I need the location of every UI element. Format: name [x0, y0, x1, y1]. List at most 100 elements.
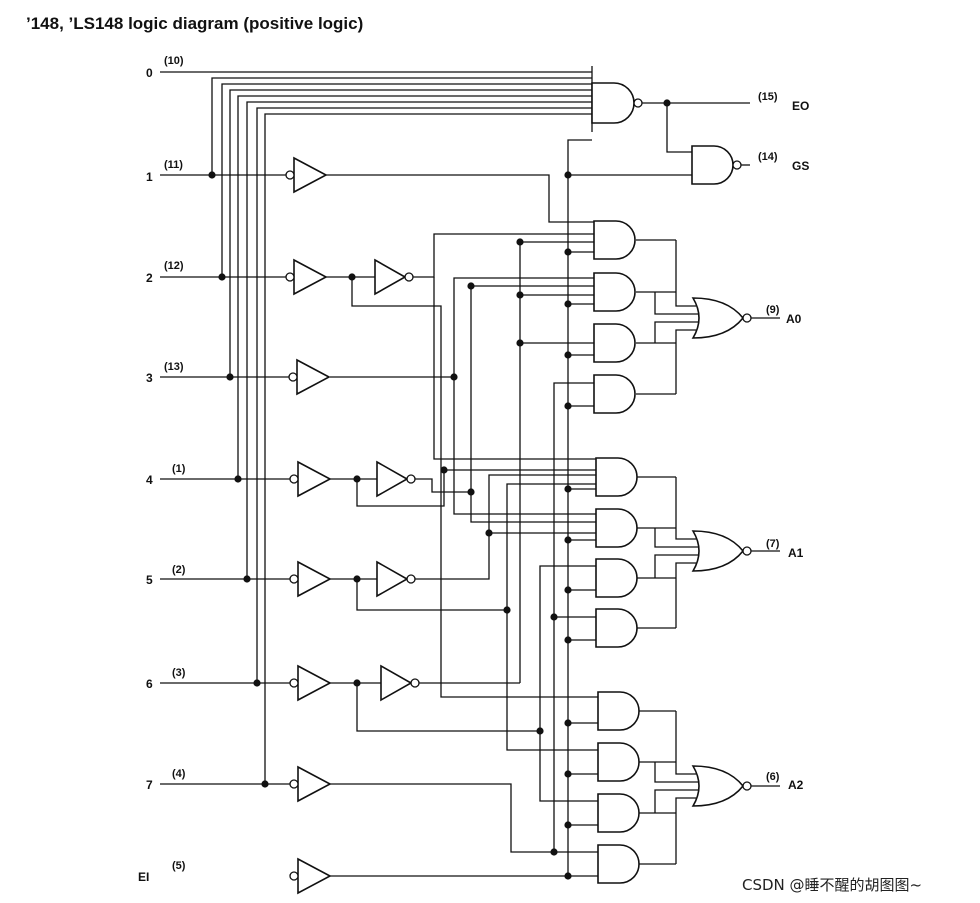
wire-54: [654, 528, 698, 548]
buffer-input-2: [285, 258, 328, 296]
junction-dot-29: [485, 529, 493, 537]
wire-78: [356, 579, 507, 611]
junction-dot-0: [208, 171, 216, 179]
wire-70: [453, 277, 594, 377]
junction-dot-36: [550, 613, 558, 621]
wire-73: [470, 492, 596, 523]
junction-dot-35: [550, 848, 558, 856]
junction-dot-18: [564, 536, 572, 544]
wire-61: [675, 711, 696, 775]
junction-dot-2: [226, 373, 234, 381]
wire-72: [470, 285, 594, 492]
inverter-5: [376, 560, 416, 598]
output-label-a1: A1: [788, 546, 804, 560]
buffer-input-1: [285, 156, 328, 194]
input-label-ei: EI: [138, 870, 149, 884]
junction-dots: [208, 99, 671, 880]
diagram-title: ’148, ’LS148 logic diagram (positive log…: [26, 14, 364, 33]
output-label-a0: A0: [786, 312, 802, 326]
buffer-input-3: [288, 358, 331, 396]
junction-dot-22: [564, 770, 572, 778]
wire-6: [229, 89, 592, 377]
wire-75: [356, 469, 596, 507]
buffer-input-6: [289, 664, 332, 702]
junction-dot-28: [440, 466, 448, 474]
junction-dot-25: [450, 373, 458, 381]
wire-80: [506, 483, 596, 610]
or-gate-a1: [691, 530, 752, 572]
junction-dot-1: [218, 273, 226, 281]
wire-56: [675, 562, 696, 628]
junction-dot-15: [564, 351, 572, 359]
wire-89: [553, 382, 594, 852]
input-pin-1: (11): [164, 159, 183, 171]
input-pin-5: (2): [172, 564, 186, 576]
wire-53: [675, 477, 696, 540]
input-pin-4: (1): [172, 463, 186, 475]
wire-62: [654, 762, 698, 783]
wire-17: [666, 103, 692, 153]
wire-88: [330, 783, 554, 853]
junction-dot-9: [353, 475, 361, 483]
wire-79: [506, 610, 598, 751]
input-label-1: 1: [146, 170, 153, 184]
output-pin-a1: (7): [766, 538, 780, 550]
junction-dot-12: [564, 171, 572, 179]
input-pin-6: (3): [172, 667, 186, 679]
and-gate-a2-2: [597, 793, 640, 833]
wire-77: [488, 474, 596, 533]
wire-24: [567, 139, 592, 876]
junction-dot-30: [503, 606, 511, 614]
junction-dot-20: [564, 636, 572, 644]
and-gate-a0-1: [593, 272, 636, 312]
input-label-7: 7: [146, 778, 153, 792]
wire-45: [675, 240, 696, 307]
gs-nand-gate: [691, 145, 742, 185]
and-gate-a2-3: [597, 844, 640, 884]
and-gate-a0-3: [593, 374, 636, 414]
junction-dot-14: [564, 300, 572, 308]
gates: [285, 82, 752, 895]
buffer-input-5: [289, 560, 332, 598]
and-gate-a0-2: [593, 323, 636, 363]
output-label-a2: A2: [788, 778, 804, 792]
wires: [160, 66, 780, 877]
wire-85: [356, 683, 540, 732]
wire-55: [654, 554, 698, 578]
input-pin-0: (10): [164, 55, 184, 67]
wire-10: [246, 101, 592, 579]
and-gate-a2-0: [597, 691, 640, 731]
junction-dot-31: [516, 238, 524, 246]
junction-dot-19: [564, 586, 572, 594]
input-pin-2: (12): [164, 260, 184, 272]
input-label-5: 5: [146, 573, 153, 587]
buffer-input-4: [289, 460, 332, 498]
input-pin-3: (13): [164, 361, 184, 373]
junction-dot-6: [261, 780, 269, 788]
output-label-eo: EO: [792, 99, 809, 113]
and-gate-a1-1: [595, 508, 638, 548]
wire-87: [539, 565, 596, 731]
and-gate-a1-2: [595, 558, 638, 598]
input-pin-7: (4): [172, 768, 186, 780]
junction-dot-24: [564, 872, 572, 880]
input-label-4: 4: [146, 473, 153, 487]
output-pin-a0: (9): [766, 304, 780, 316]
wire-64: [675, 797, 696, 864]
junction-dot-26: [467, 488, 475, 496]
and-gate-a1-3: [595, 608, 638, 648]
wire-47: [654, 321, 698, 343]
wire-46: [654, 292, 698, 315]
wire-71: [415, 478, 471, 493]
junction-dot-11: [353, 679, 361, 687]
inverter-4: [376, 460, 416, 498]
wire-74: [351, 277, 598, 698]
wire-66: [413, 233, 594, 278]
and-gate-a2-1: [597, 742, 640, 782]
junction-dot-13: [564, 248, 572, 256]
input-pin-ei: (5): [172, 860, 186, 872]
junction-dot-21: [564, 719, 572, 727]
junction-dot-27: [467, 282, 475, 290]
junction-dot-17: [564, 485, 572, 493]
